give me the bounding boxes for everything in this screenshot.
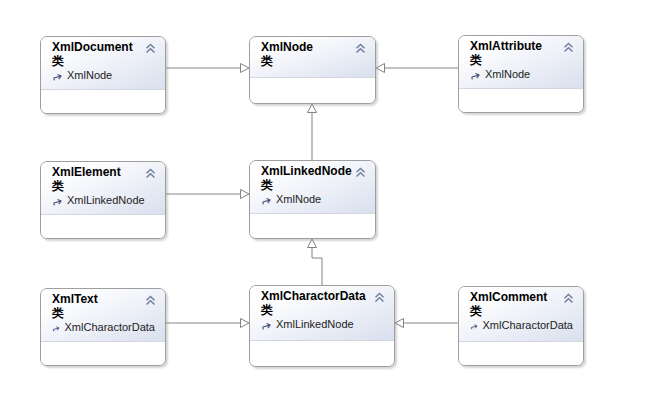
base-class-name: XmlNode bbox=[485, 67, 530, 81]
class-box-xmllinkednode[interactable]: XmlLinkedNode 类 XmlNode bbox=[249, 160, 376, 239]
collapse-chevron-icon[interactable] bbox=[355, 43, 366, 54]
class-header: XmlAttribute 类 XmlNode bbox=[459, 36, 583, 89]
class-body bbox=[41, 216, 165, 238]
class-title: XmlNode bbox=[261, 41, 365, 54]
class-kind-label: 类 bbox=[52, 54, 155, 68]
collapse-chevron-icon[interactable] bbox=[563, 42, 574, 53]
collapse-chevron-icon[interactable] bbox=[374, 292, 385, 303]
collapse-chevron-icon[interactable] bbox=[355, 167, 366, 178]
base-class-row: XmlLinkedNode bbox=[261, 317, 384, 331]
class-kind-label: 类 bbox=[52, 306, 155, 320]
connector-xmllinkednode-to-xmlnode[interactable] bbox=[308, 104, 317, 160]
class-kind-label: 类 bbox=[261, 54, 365, 68]
connector-xmldocument-to-xmlnode[interactable] bbox=[166, 64, 249, 73]
base-class-name: XmlLinkedNode bbox=[67, 193, 145, 207]
inheritance-arrow-icon bbox=[470, 320, 479, 331]
class-header: XmlCharactorData 类 XmlLinkedNode bbox=[250, 286, 394, 341]
class-header: XmlNode 类 bbox=[250, 37, 375, 78]
class-title: XmlLinkedNode bbox=[261, 165, 365, 178]
base-class-row: XmlLinkedNode bbox=[52, 193, 155, 207]
class-body bbox=[459, 90, 583, 112]
class-box-xmlnode[interactable]: XmlNode 类 bbox=[249, 36, 376, 104]
class-title: XmlText bbox=[52, 293, 155, 306]
base-class-name: XmlLinkedNode bbox=[276, 317, 354, 331]
class-kind-label: 类 bbox=[261, 178, 365, 192]
class-title: XmlCharactorData bbox=[261, 290, 384, 303]
base-class-row: XmlNode bbox=[470, 67, 573, 81]
base-class-row: XmlCharactorData bbox=[470, 318, 573, 332]
class-header: XmlLinkedNode 类 XmlNode bbox=[250, 161, 375, 214]
inheritance-arrow-icon bbox=[52, 195, 63, 206]
class-header: XmlText 类 XmlCharactorData bbox=[41, 289, 165, 342]
class-header: XmlComment 类 XmlCharactorData bbox=[459, 287, 583, 342]
class-header: XmlDocument 类 XmlNode bbox=[41, 37, 165, 90]
class-body bbox=[250, 215, 375, 238]
inheritance-arrow-icon bbox=[470, 69, 481, 80]
base-class-name: XmlNode bbox=[67, 68, 112, 82]
base-class-row: XmlCharactorData bbox=[52, 320, 155, 334]
base-class-row: XmlNode bbox=[261, 192, 365, 206]
class-title: XmlComment bbox=[470, 291, 573, 304]
collapse-chevron-icon[interactable] bbox=[145, 295, 156, 306]
connector-xmlcomment-to-xmlcharactordata[interactable] bbox=[395, 319, 458, 328]
class-kind-label: 类 bbox=[261, 303, 384, 317]
inheritance-arrow-icon bbox=[52, 70, 63, 81]
class-title: XmlDocument bbox=[52, 41, 155, 54]
base-class-name: XmlNode bbox=[276, 192, 321, 206]
class-box-xmlcomment[interactable]: XmlComment 类 XmlCharactorData bbox=[458, 286, 584, 366]
class-body bbox=[459, 343, 583, 365]
class-kind-label: 类 bbox=[470, 53, 573, 67]
class-header: XmlElement 类 XmlLinkedNode bbox=[41, 162, 165, 215]
class-title: XmlAttribute bbox=[470, 40, 573, 53]
base-class-row: XmlNode bbox=[52, 68, 155, 82]
connector-xmlattribute-to-xmlnode[interactable] bbox=[376, 64, 458, 73]
inheritance-arrow-icon bbox=[261, 319, 272, 330]
inheritance-arrow-icon bbox=[52, 322, 61, 333]
class-box-xmlattribute[interactable]: XmlAttribute 类 XmlNode bbox=[458, 35, 584, 113]
connector-xmlcharactordata-to-xmllinkednode[interactable] bbox=[308, 239, 323, 285]
class-box-xmltext[interactable]: XmlText 类 XmlCharactorData bbox=[40, 288, 166, 366]
collapse-chevron-icon[interactable] bbox=[145, 43, 156, 54]
class-body bbox=[250, 342, 394, 366]
class-box-xmlelement[interactable]: XmlElement 类 XmlLinkedNode bbox=[40, 161, 166, 239]
class-body bbox=[41, 343, 165, 365]
class-body bbox=[41, 91, 165, 113]
connector-xmltext-to-xmlcharactordata[interactable] bbox=[166, 319, 249, 328]
base-class-name: XmlCharactorData bbox=[483, 318, 573, 332]
collapse-chevron-icon[interactable] bbox=[145, 168, 156, 179]
base-class-name: XmlCharactorData bbox=[65, 320, 155, 334]
class-title: XmlElement bbox=[52, 166, 155, 179]
inheritance-arrow-icon bbox=[261, 194, 272, 205]
class-box-xmldocument[interactable]: XmlDocument 类 XmlNode bbox=[40, 36, 166, 114]
class-kind-label: 类 bbox=[52, 179, 155, 193]
collapse-chevron-icon[interactable] bbox=[563, 293, 574, 304]
class-kind-label: 类 bbox=[470, 304, 573, 318]
connector-xmlelement-to-xmllinkednode[interactable] bbox=[166, 190, 249, 199]
class-box-xmlcharactordata[interactable]: XmlCharactorData 类 XmlLinkedNode bbox=[249, 285, 395, 367]
class-body bbox=[250, 79, 375, 103]
